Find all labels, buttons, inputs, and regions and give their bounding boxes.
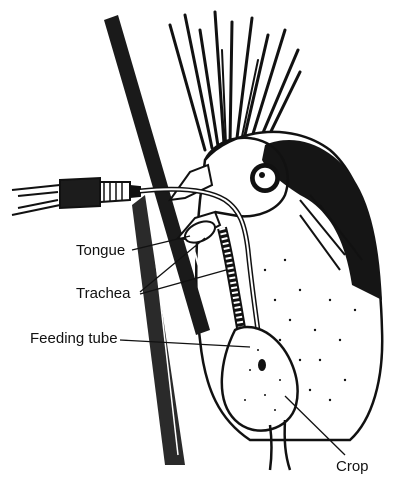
- tongue-label: Tongue: [76, 243, 125, 259]
- eye: [250, 163, 280, 193]
- crop-label: Crop: [336, 459, 369, 475]
- trachea-label: Trachea: [76, 286, 130, 302]
- feeding-tube-label: Feeding tube: [30, 331, 118, 347]
- syringe: [12, 178, 140, 215]
- tube-tip: [258, 359, 266, 371]
